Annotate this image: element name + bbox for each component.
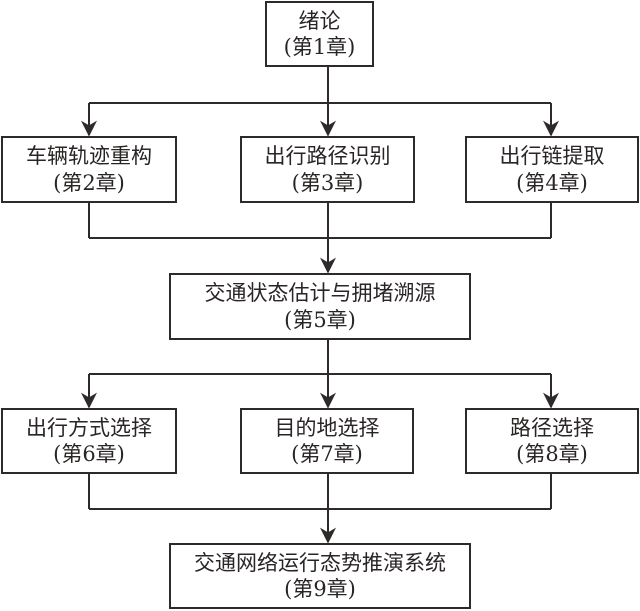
node-vehicle-trajectory-reconstruction: 车辆轨迹重构 (第2章) (1, 136, 177, 203)
node-title: 绪论 (298, 8, 341, 33)
node-travel-mode-choice: 出行方式选择 (第6章) (1, 408, 177, 474)
node-title: 出行链提取 (499, 144, 605, 169)
node-title: 目的地选择 (274, 415, 380, 440)
node-title: 车辆轨迹重构 (26, 144, 152, 169)
node-destination-choice: 目的地选择 (第7章) (240, 408, 414, 474)
node-chapter: (第8章) (516, 442, 588, 466)
node-title: 交通网络运行态势推演系统 (194, 550, 446, 575)
node-trip-chain-extraction: 出行链提取 (第4章) (465, 136, 639, 203)
node-title: 路径选择 (510, 415, 594, 440)
node-traffic-state-estimation: 交通状态估计与拥堵溯源 (第5章) (169, 273, 471, 340)
node-chapter: (第7章) (291, 442, 363, 466)
node-introduction: 绪论 (第1章) (265, 1, 374, 67)
node-chapter: (第9章) (284, 577, 356, 601)
node-chapter: (第3章) (291, 170, 364, 195)
node-chapter: (第6章) (53, 442, 125, 466)
node-chapter: (第5章) (284, 307, 356, 332)
node-network-simulation-system: 交通网络运行态势推演系统 (第9章) (169, 543, 471, 609)
node-title: 交通状态估计与拥堵溯源 (204, 281, 436, 306)
node-travel-path-identification: 出行路径识别 (第3章) (240, 136, 415, 203)
node-title: 出行路径识别 (264, 144, 391, 169)
node-title: 出行方式选择 (26, 415, 152, 440)
node-chapter: (第2章) (53, 170, 125, 195)
node-route-choice: 路径选择 (第8章) (465, 408, 639, 474)
node-chapter: (第4章) (516, 170, 588, 195)
node-chapter: (第1章) (283, 35, 356, 59)
